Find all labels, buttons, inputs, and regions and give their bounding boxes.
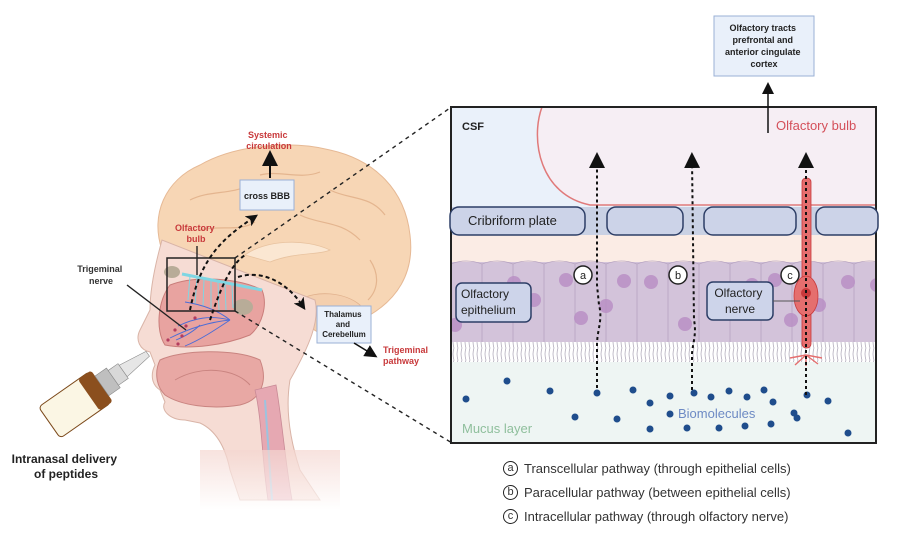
thalamus-cerebellum-box — [316, 305, 372, 344]
olfactory-nerve-label: Olfactory nerve — [714, 286, 765, 316]
legend-marker: b — [503, 484, 518, 500]
trigeminal-pathway-label: Trigeminal pathway — [383, 345, 431, 366]
epithelial-cell — [451, 260, 483, 342]
legend-marker: a — [503, 460, 518, 476]
legend-text: Intracellular pathway (through olfactory… — [524, 508, 789, 524]
cribriform-plate-segment — [449, 206, 586, 236]
biomolecule-dot — [715, 424, 723, 432]
svg-text:c: c — [787, 270, 793, 282]
olfactory-bulb-label: Olfactory bulb — [776, 118, 856, 133]
thalamus-cerebellum-label: Thalamus and Cerebellum — [322, 310, 366, 339]
olfactory-epithelium-label: Olfactory epithelium — [461, 287, 516, 317]
legend-item: b Paracellular pathway (between epitheli… — [503, 480, 791, 504]
mucus-layer-label: Mucus layer — [462, 421, 533, 436]
epithelial-cell — [729, 260, 762, 342]
cell-nucleus — [678, 317, 692, 331]
pathway-marker-a: a — [573, 265, 593, 285]
intranasal-delivery-label: Intranasal delivery of peptides — [12, 452, 121, 481]
epithelial-cell — [512, 260, 545, 342]
zoom-projection-lines — [234, 107, 453, 444]
legend-item: a Transcellular pathway (through epithel… — [503, 456, 791, 480]
trigeminal-branches — [169, 301, 231, 347]
oral-cavity — [156, 351, 264, 408]
pathway-arrows — [189, 214, 306, 321]
zoom-region-box — [166, 257, 236, 312]
cell-nucleus — [559, 273, 573, 287]
biomolecule-dot — [824, 397, 832, 405]
legend-marker: c — [503, 508, 518, 524]
biomolecule-dot — [707, 393, 715, 401]
biomolecule-dot — [690, 389, 698, 397]
olfactory-bulb-region — [536, 107, 876, 206]
svg-text:a: a — [580, 270, 587, 282]
biomolecule-dot — [725, 387, 733, 395]
nasal-spray-bottle — [39, 350, 150, 438]
biomolecule-dot — [793, 414, 801, 422]
legend-text: Transcellular pathway (through epithelia… — [524, 460, 791, 476]
legend-item: c Intracellular pathway (through olfacto… — [503, 504, 791, 528]
head-illustration — [137, 144, 412, 510]
epithelial-cell — [760, 260, 793, 342]
biomolecule-dot — [666, 410, 674, 418]
epithelial-cell — [853, 260, 876, 265]
biomolecule-dot — [629, 386, 637, 394]
cribriform-plate-segment — [703, 206, 797, 236]
cell-nucleus — [574, 311, 588, 325]
biomolecule-dot — [646, 425, 654, 433]
epithelial-cell — [698, 260, 731, 342]
epithelial-cell — [636, 260, 669, 342]
biomolecule-dot — [844, 429, 852, 437]
biomolecule-dot — [503, 377, 511, 385]
biomolecule-dot — [769, 398, 777, 406]
epithelial-cell — [543, 260, 576, 342]
epithelial-cell — [822, 260, 855, 342]
cell-nucleus — [644, 275, 658, 289]
cell-nucleus — [870, 278, 876, 292]
cell-nucleus — [784, 313, 798, 327]
cross-section-panel: a b c CSF Olfactory bulb Cribriform plat… — [449, 106, 879, 444]
biomolecule-dot — [593, 389, 601, 397]
epithelial-cell — [481, 260, 514, 342]
cross-bbb-label: cross BBB — [244, 191, 291, 201]
pathway-marker-b: b — [668, 265, 688, 285]
olfactory-bulb-label-left: Olfactory bulb — [175, 223, 217, 244]
cribriform-plate-label: Cribriform plate — [468, 213, 557, 228]
olfactory-tracts-box — [713, 15, 815, 77]
pathway-legend: a Transcellular pathway (through epithel… — [503, 456, 791, 528]
biomolecule-dot — [741, 422, 749, 430]
biomolecule-dot — [613, 415, 621, 423]
biomolecule-dot — [760, 386, 768, 394]
legend-text: Paracellular pathway (between epithelial… — [524, 484, 791, 500]
cribriform-plate-segment — [606, 206, 684, 236]
biomolecule-dot — [683, 424, 691, 432]
pathway-a-arrow — [589, 152, 605, 388]
biomolecule-dot — [571, 413, 579, 421]
trigeminal-nerve-label: Trigeminal nerve — [77, 264, 125, 286]
epithelial-cell — [574, 260, 607, 342]
cribriform-plate-segment — [815, 206, 879, 236]
svg-text:b: b — [675, 270, 681, 282]
pathway-b-arrow — [684, 152, 701, 390]
biomolecule-dot — [666, 392, 674, 400]
cell-nucleus — [841, 275, 855, 289]
pathway-marker-c: c — [780, 265, 800, 285]
biomolecule-dot — [462, 395, 470, 403]
csf-label: CSF — [462, 121, 484, 133]
cell-nucleus — [617, 274, 631, 288]
cilia-layer — [451, 342, 876, 362]
cell-nucleus — [599, 299, 613, 313]
biomolecule-dot — [546, 387, 554, 395]
cross-bbb-box — [239, 179, 295, 211]
olfactory-tracts-label: Olfactory tracts prefrontal and anterior… — [725, 23, 803, 69]
biomolecule-dot — [743, 393, 751, 401]
biomolecule-dot — [767, 420, 775, 428]
epithelial-cell — [605, 260, 638, 342]
biomolecule-dot — [646, 399, 654, 407]
systemic-circulation-label: Systemic circulation — [246, 130, 292, 151]
epithelial-cell — [667, 260, 700, 342]
biomolecules-label: Biomolecules — [678, 406, 756, 421]
